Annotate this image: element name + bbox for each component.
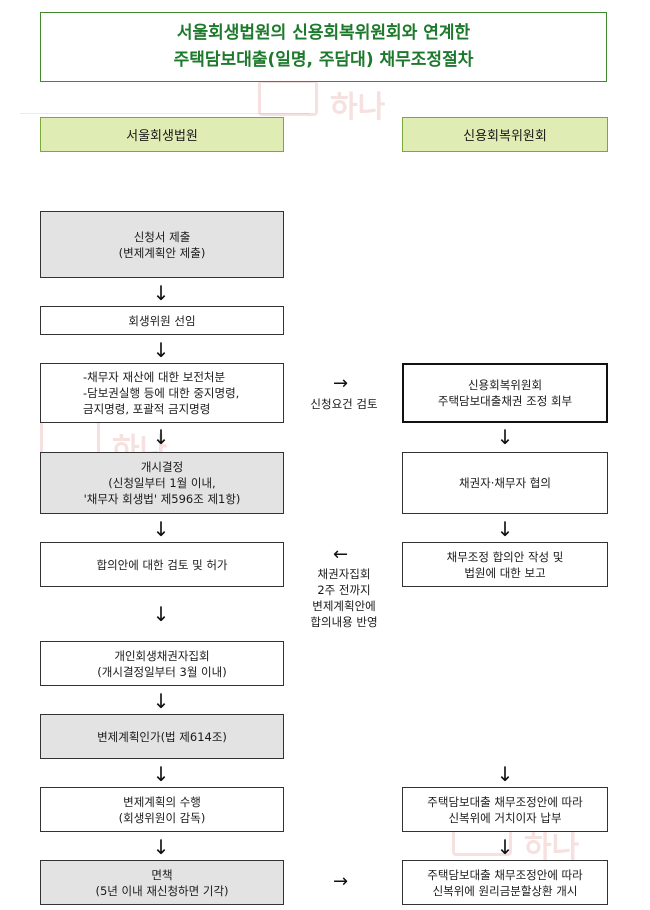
step-plan-approval: 변제계획인가(법 제614조) (40, 714, 284, 759)
arrow-down-icon: ↓ (152, 338, 170, 362)
arrow-down-icon: ↓ (152, 425, 170, 449)
arrow-left-icon: ← (333, 544, 349, 565)
step-application-submission: 신청서 제출 (변제계획안 제출) (40, 211, 284, 278)
note-creditors-meeting: 채권자집회 2주 전까지 변제계획안에 합의내용 반영 (310, 567, 378, 629)
watermark-line (20, 113, 310, 114)
arrow-down-icon: ↓ (152, 689, 170, 713)
note-eligibility-review: 신청요건 검토 (310, 397, 378, 411)
step-appoint-commissioner: 회생위원 선임 (40, 306, 284, 335)
arrow-down-icon: ↓ (152, 762, 170, 786)
step-installment-repayment: 주택담보대출 채무조정안에 따라 신복위에 원리금분할상환 개시 (402, 860, 608, 905)
header-seoul-court: 서울회생법원 (40, 117, 284, 152)
arrow-down-icon: ↓ (496, 762, 514, 786)
arrow-down-icon: ↓ (152, 517, 170, 541)
step-discharge: 면책 (5년 이내 재신청하면 기각) (40, 860, 284, 905)
arrow-right-icon: → (333, 373, 349, 394)
watermark-stamp-icon (258, 80, 318, 116)
step-creditor-debtor-negotiation: 채권자·채무자 협의 (402, 452, 608, 514)
arrow-right-icon: → (333, 871, 349, 892)
watermark-text: 하나 (330, 90, 386, 125)
step-plan-execution: 변제계획의 수행 (회생위원이 감독) (40, 787, 284, 832)
step-review-agreement: 합의안에 대한 검토 및 허가 (40, 542, 284, 587)
step-preservation-orders: -채무자 재산에 대한 보전처분 -담보권실행 등에 대한 중지명령, 금지명령… (40, 363, 284, 423)
arrow-down-icon: ↓ (496, 835, 514, 859)
arrow-down-icon: ↓ (152, 835, 170, 859)
diagram-title: 서울회생법원의 신용회복위원회와 연계한 주택담보대출(일명, 주담대) 채무조… (40, 12, 607, 82)
arrow-down-icon: ↓ (496, 517, 514, 541)
header-credit-committee: 신용회복위원회 (402, 117, 608, 152)
title-line-1: 서울회생법원의 신용회복위원회와 연계한 (176, 23, 471, 43)
arrow-down-icon: ↓ (496, 425, 514, 449)
step-commencement-decision: 개시결정 (신청일부터 1월 이내, '채무자 회생법' 제596조 제1항) (40, 452, 284, 514)
watermark-stamp-icon (40, 420, 100, 456)
step-committee-referral: 신용회복위원회 주택담보대출채권 조정 회부 (402, 363, 608, 423)
step-agreement-draft-report: 채무조정 합의안 작성 및 법원에 대한 보고 (402, 542, 608, 587)
title-line-2: 주택담보대출(일명, 주담대) 채무조정절차 (173, 50, 474, 70)
step-interest-payment: 주택담보대출 채무조정안에 따라 신복위에 거치이자 납부 (402, 787, 608, 832)
arrow-down-icon: ↓ (152, 602, 170, 626)
arrow-down-icon: ↓ (152, 281, 170, 305)
step-creditors-meeting: 개인회생채권자집회 (개시결정일부터 3월 이내) (40, 641, 284, 686)
